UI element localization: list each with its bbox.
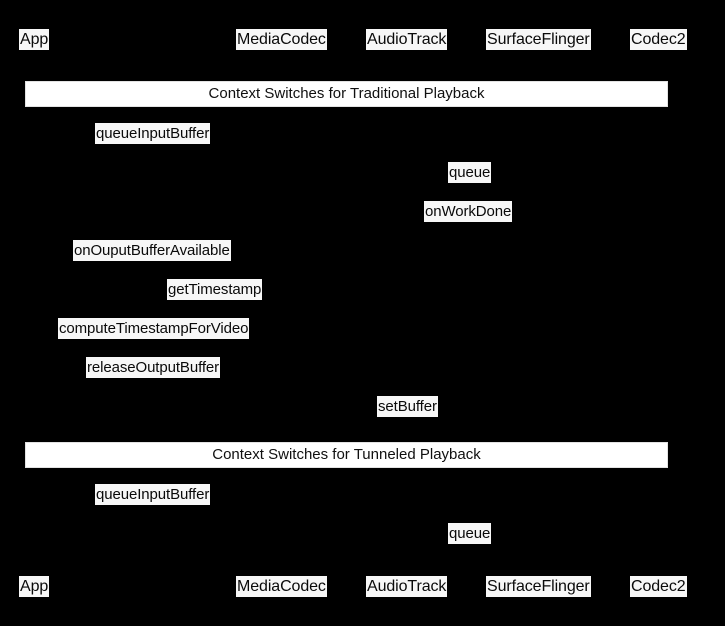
message-queue-1[interactable]: queue <box>448 162 492 183</box>
participant-header-codec2[interactable]: Codec2 <box>630 29 687 50</box>
participant-footer-audiotrack[interactable]: AudioTrack <box>366 576 448 597</box>
message-onworkdone[interactable]: onWorkDone <box>424 201 513 222</box>
message-gettimestamp[interactable]: getTimestamp <box>167 279 263 300</box>
message-queue-2[interactable]: queue <box>448 523 492 544</box>
participant-footer-codec2[interactable]: Codec2 <box>630 576 687 597</box>
participant-footer-mediacodec[interactable]: MediaCodec <box>236 576 327 597</box>
divider-tunneled-playback: Context Switches for Tunneled Playback <box>25 442 668 468</box>
participant-footer-surfaceflinger[interactable]: SurfaceFlinger <box>486 576 591 597</box>
message-setbuffer[interactable]: setBuffer <box>377 396 438 417</box>
participant-footer-app[interactable]: App <box>19 576 50 597</box>
message-queueinputbuffer-2[interactable]: queueInputBuffer <box>95 484 211 505</box>
participant-header-audiotrack[interactable]: AudioTrack <box>366 29 448 50</box>
message-queueinputbuffer-1[interactable]: queueInputBuffer <box>95 123 211 144</box>
participant-header-mediacodec[interactable]: MediaCodec <box>236 29 327 50</box>
message-releaseoutputbuffer[interactable]: releaseOutputBuffer <box>86 357 221 378</box>
message-onouputbufferavailable[interactable]: onOuputBufferAvailable <box>73 240 231 261</box>
message-computetimestampforvideo[interactable]: computeTimestampForVideo <box>58 318 250 339</box>
divider-traditional-playback: Context Switches for Traditional Playbac… <box>25 81 668 107</box>
participant-header-surfaceflinger[interactable]: SurfaceFlinger <box>486 29 591 50</box>
participant-header-app[interactable]: App <box>19 29 50 50</box>
